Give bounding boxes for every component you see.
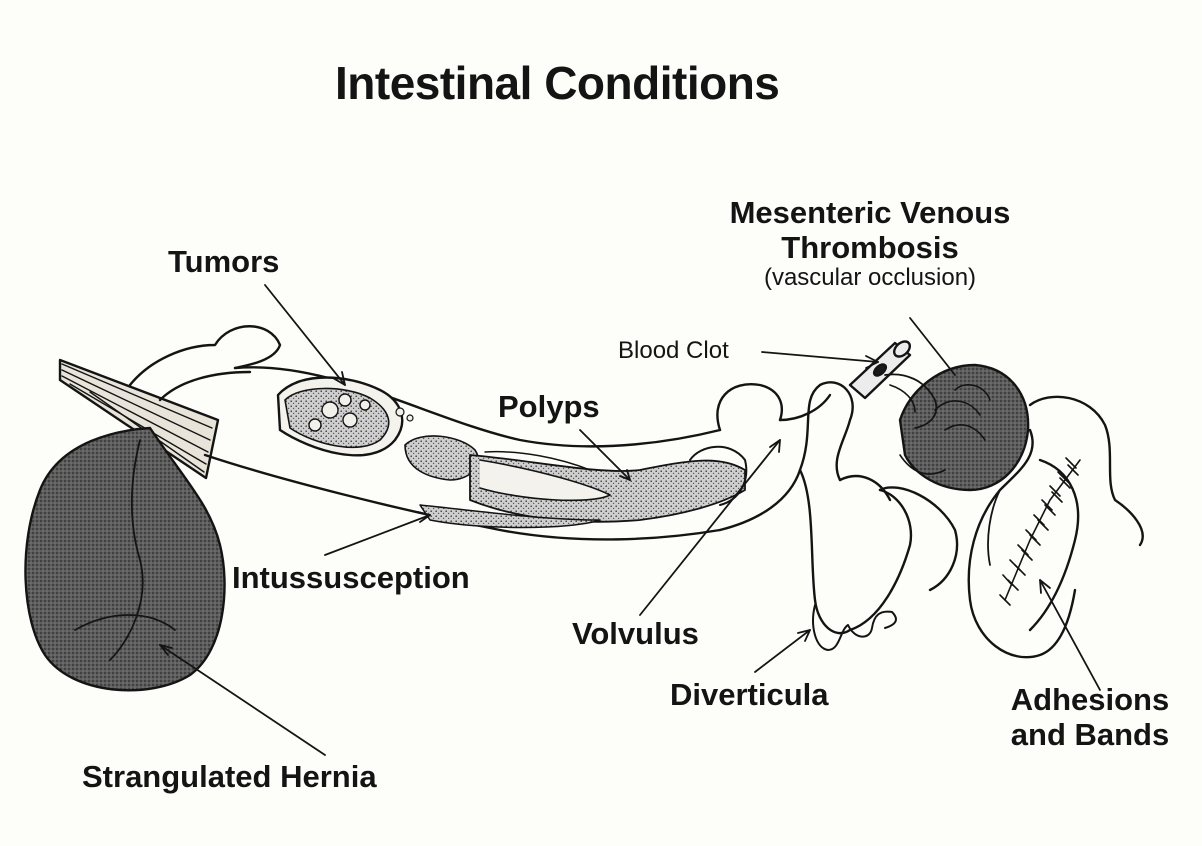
label-mesenteric-line2: Thrombosis: [781, 229, 959, 265]
mesenteric-vessel: [848, 340, 938, 429]
label-adhesions-line2: and Bands: [1010, 716, 1170, 752]
label-volvulus: Volvulus: [572, 616, 699, 651]
label-tumors: Tumors: [168, 244, 280, 279]
leader-lines: [159, 284, 1101, 756]
label-adhesions-and-bands: Adhesions and Bands: [990, 682, 1190, 752]
adhesion-band: [999, 457, 1081, 606]
label-adhesions-line1: Adhesions: [1010, 682, 1170, 717]
upper-loop: [128, 325, 282, 402]
label-intussusception: Intussusception: [232, 560, 470, 595]
bowel-tube: [203, 366, 748, 541]
label-diverticula: Diverticula: [670, 677, 829, 712]
label-strangulated-hernia: Strangulated Hernia: [82, 759, 377, 794]
adhesion-loop: [967, 395, 1144, 659]
label-mesenteric-venous-thrombosis: Mesenteric Venous Thrombosis (vascular o…: [700, 195, 1040, 292]
label-blood-clot: Blood Clot: [618, 337, 729, 364]
mesentery-fan: [58, 358, 220, 480]
label-polyps: Polyps: [498, 389, 600, 424]
diagram-title: Intestinal Conditions: [335, 57, 780, 109]
hernia-sac: [24, 426, 226, 692]
label-mesenteric-line1: Mesenteric Venous: [729, 195, 1011, 230]
label-mesenteric-note: (vascular occlusion): [763, 264, 977, 292]
volvulus-loops: [716, 381, 959, 651]
